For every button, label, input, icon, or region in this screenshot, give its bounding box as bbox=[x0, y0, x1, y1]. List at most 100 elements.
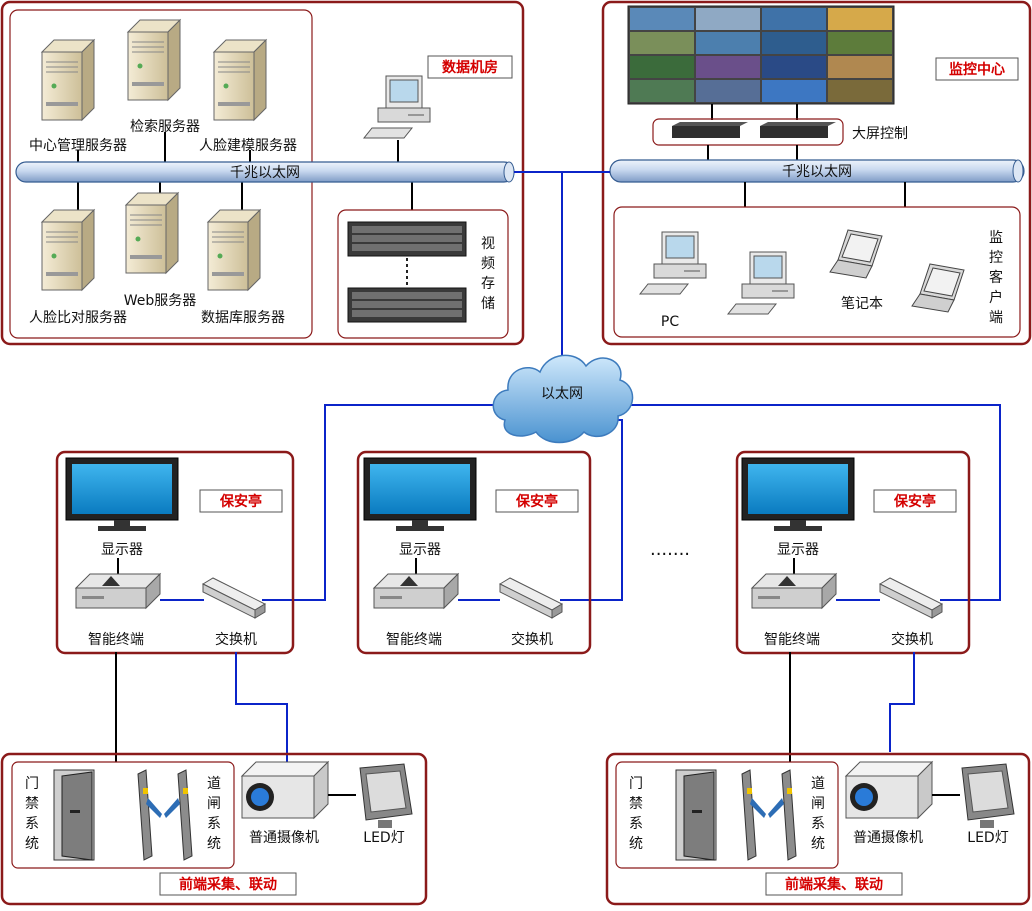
front-end-1-turnstile-icon bbox=[137, 769, 193, 861]
front-end-2: 门 禁 系 统 道 闸 系 统 普通摄像机 LED灯 前端采集、联动 bbox=[605, 752, 1031, 906]
guard-booth-2-tag-box bbox=[495, 489, 579, 513]
guard-booth-1-terminal-icon bbox=[75, 573, 161, 609]
server-center-mgmt-icon bbox=[41, 39, 95, 121]
client-group-border bbox=[613, 206, 1021, 338]
server-face-compare-icon bbox=[41, 209, 95, 291]
data-room-tag-box bbox=[427, 55, 513, 79]
guard-booth-2-monitor-icon bbox=[363, 457, 477, 532]
guard-booth-2-border bbox=[356, 450, 592, 655]
front-end-1-access-border bbox=[11, 761, 235, 869]
admin-pc-icon bbox=[363, 75, 431, 139]
front-end-1: 门 禁 系 统 道 闸 系 统 普通摄像机 LED灯 前端采集、联动 bbox=[0, 752, 428, 906]
guard-booth-2-switch-icon bbox=[499, 577, 563, 619]
guard-booth-1-switch-icon bbox=[202, 577, 266, 619]
front-end-2-camera-icon bbox=[845, 761, 933, 819]
server-search-icon bbox=[127, 19, 181, 101]
screen-controller-right-icon bbox=[760, 122, 836, 138]
ethernet-cloud-label: 以太网 bbox=[541, 386, 583, 402]
guard-booth-3-terminal-icon bbox=[751, 573, 837, 609]
server-database-icon bbox=[207, 209, 261, 291]
guard-booth-3-tag: 保安亭 bbox=[893, 493, 936, 510]
guard-booth-3-display-label: 显示器 bbox=[777, 542, 819, 558]
guard-booth-3-monitor-icon bbox=[741, 457, 855, 532]
data-room-tag: 数据机房 bbox=[442, 59, 498, 76]
screen-control-border bbox=[652, 118, 844, 146]
storage-label-1: 视 bbox=[481, 236, 495, 252]
guard-booth-1-tag-box bbox=[199, 489, 283, 513]
guard-booth-3-tag-box bbox=[873, 489, 957, 513]
storage-label-2: 频 bbox=[481, 256, 495, 272]
client-label-5: 端 bbox=[989, 310, 1003, 326]
server-face-model-label: 人脸建模服务器 bbox=[199, 138, 297, 154]
monitor-center-backbone: 千兆以太网 bbox=[609, 159, 1025, 183]
guard-booth-2: 保安亭 显示器 智能终端 交换机 bbox=[356, 450, 592, 655]
front-end-2-tag: 前端采集、联动 bbox=[785, 876, 883, 893]
screen-controller-left-icon bbox=[672, 122, 748, 138]
storage-label-4: 储 bbox=[481, 296, 495, 312]
client-label-1: 监 bbox=[989, 230, 1003, 246]
server-database-label: 数据库服务器 bbox=[201, 310, 285, 326]
front-end-1-led-icon bbox=[359, 763, 413, 829]
front-end-2-access-1: 门 bbox=[629, 776, 643, 792]
front-end-2-gate-2: 闸 bbox=[811, 796, 825, 812]
client-laptop-2-icon bbox=[911, 263, 965, 313]
front-end-2-access-3: 系 bbox=[629, 816, 643, 832]
client-label-4: 户 bbox=[989, 289, 1003, 306]
screen-control-label: 大屏控制 bbox=[852, 126, 908, 142]
guard-booth-1-terminal-label: 智能终端 bbox=[88, 632, 144, 648]
client-pc-label: PC bbox=[661, 314, 679, 330]
front-end-2-access-border bbox=[615, 761, 839, 869]
storage-label-3: 存 bbox=[481, 276, 495, 292]
front-end-1-gate-1: 道 bbox=[207, 776, 221, 792]
front-end-2-access-2: 禁 bbox=[629, 796, 643, 812]
client-laptop-1-icon bbox=[829, 229, 883, 279]
front-end-1-tag: 前端采集、联动 bbox=[179, 876, 277, 893]
front-end-1-access-4: 统 bbox=[25, 836, 39, 852]
guard-booth-3: 保安亭 显示器 智能终端 交换机 bbox=[735, 450, 971, 655]
guard-booth-1-switch-label: 交换机 bbox=[215, 631, 257, 648]
server-face-model-icon bbox=[213, 39, 267, 121]
client-label-2: 控 bbox=[989, 250, 1003, 266]
guard-booth-1-tag: 保安亭 bbox=[219, 493, 262, 510]
front-end-1-led-label: LED灯 bbox=[363, 830, 404, 846]
booth-ellipsis: ······· bbox=[650, 544, 690, 565]
storage-array-top-icon bbox=[347, 221, 467, 257]
front-end-2-gate-4: 统 bbox=[811, 836, 825, 852]
guard-booth-1-border bbox=[55, 450, 295, 655]
server-search-label: 检索服务器 bbox=[130, 118, 200, 135]
client-laptop-label: 笔记本 bbox=[841, 296, 883, 312]
front-end-1-camera-icon bbox=[241, 761, 329, 819]
front-end-1-tag-box bbox=[159, 872, 297, 896]
monitor-center-tag-box bbox=[935, 57, 1019, 81]
guard-booth-2-display-label: 显示器 bbox=[399, 542, 441, 558]
front-end-1-gate-2: 闸 bbox=[207, 796, 221, 812]
front-end-1-camera-label: 普通摄像机 bbox=[249, 830, 319, 846]
front-end-2-led-label: LED灯 bbox=[967, 830, 1008, 846]
guard-booth-3-border bbox=[735, 450, 971, 655]
storage-group-border bbox=[337, 209, 509, 339]
guard-booth-3-switch-icon bbox=[879, 577, 943, 619]
front-end-2-turnstile-icon bbox=[741, 769, 797, 861]
guard-booth-1: 保安亭 显示器 智能终端 交换机 bbox=[55, 450, 295, 655]
storage-array-bottom-icon bbox=[347, 287, 467, 323]
front-end-2-tag-box bbox=[765, 872, 903, 896]
guard-booth-2-terminal-label: 智能终端 bbox=[386, 632, 442, 648]
server-face-compare-label: 人脸比对服务器 bbox=[29, 310, 127, 326]
guard-booth-2-tag: 保安亭 bbox=[515, 493, 558, 510]
guard-booth-1-monitor-icon bbox=[65, 457, 179, 532]
data-room-panel: 数据机房 中心管理服务器 检索服务器 人脸建模服务器 人脸比对服务器 Web服务… bbox=[0, 0, 525, 346]
front-end-2-door-icon bbox=[675, 769, 717, 861]
monitor-center-backbone-label: 千兆以太网 bbox=[782, 164, 852, 180]
client-pc-2-icon bbox=[727, 251, 795, 315]
guard-booth-1-display-label: 显示器 bbox=[101, 542, 143, 558]
server-web-label: Web服务器 bbox=[124, 293, 197, 309]
front-end-2-camera-label: 普通摄像机 bbox=[853, 830, 923, 846]
guard-booth-2-terminal-icon bbox=[373, 573, 459, 609]
video-wall bbox=[627, 5, 895, 105]
data-room-backbone: 千兆以太网 bbox=[15, 161, 515, 183]
server-web-icon bbox=[125, 192, 179, 274]
front-end-2-led-icon bbox=[961, 763, 1015, 829]
front-end-2-border bbox=[605, 752, 1031, 906]
